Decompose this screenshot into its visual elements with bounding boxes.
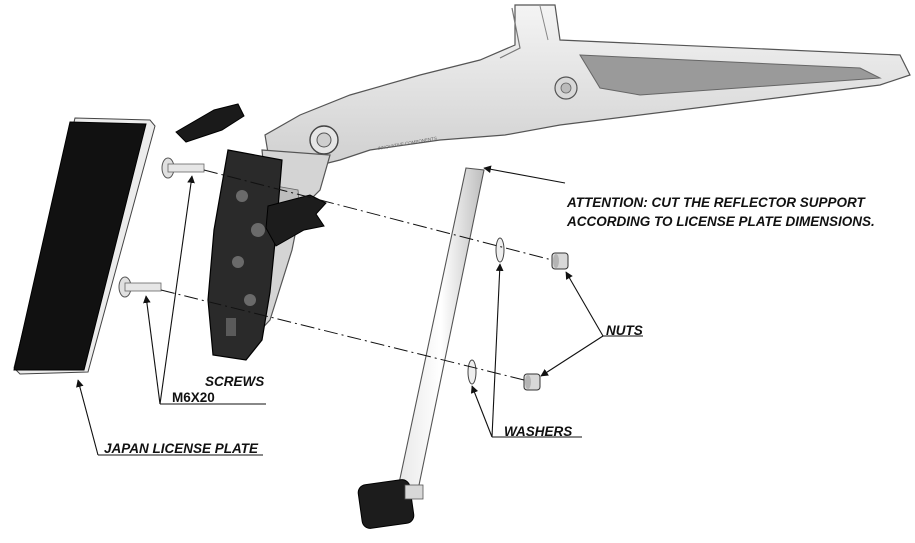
black-fork bbox=[265, 194, 327, 247]
license-holder-arm: INNOVATIVE COMPONENTS bbox=[264, 4, 911, 171]
washer-bottom bbox=[467, 359, 477, 385]
washer-top bbox=[495, 237, 505, 263]
attention-key: ATTENTION: bbox=[567, 195, 648, 210]
attention-note: ATTENTION: CUT THE REFLECTOR SUPPORT ACC… bbox=[567, 193, 875, 231]
screw-bottom bbox=[118, 276, 162, 298]
leader-lines bbox=[76, 165, 643, 456]
attention-line-1: CUT THE REFLECTOR SUPPORT bbox=[647, 195, 865, 210]
attention-line-2: ACCORDING TO LICENSE PLATE DIMENSIONS. bbox=[567, 214, 875, 229]
nut-top bbox=[551, 252, 569, 270]
japan-license-plate bbox=[13, 117, 156, 375]
screw-size-label: M6X20 bbox=[172, 390, 215, 405]
washers-label: WASHERS bbox=[504, 424, 573, 439]
alignment-axes bbox=[160, 169, 553, 381]
nut-bottom bbox=[523, 373, 541, 391]
screws-label: SCREWS bbox=[205, 374, 265, 389]
adapter-plate bbox=[207, 149, 283, 361]
license-plate-label: JAPAN LICENSE PLATE bbox=[104, 441, 259, 456]
reflector-support-bar bbox=[357, 167, 485, 529]
black-clip bbox=[175, 103, 245, 143]
screw-top bbox=[161, 157, 205, 179]
nuts-label: NUTS bbox=[606, 323, 643, 338]
